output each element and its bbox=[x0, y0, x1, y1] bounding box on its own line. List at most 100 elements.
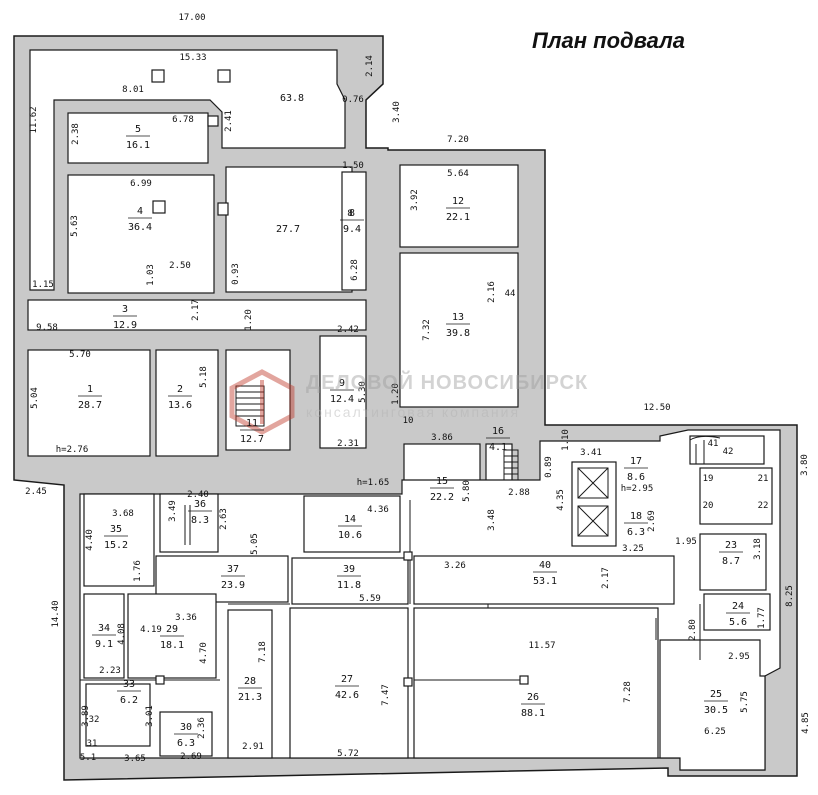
small-room-label: 31 bbox=[87, 739, 98, 749]
stairs bbox=[184, 385, 721, 545]
room-number: 11 bbox=[246, 418, 258, 429]
dimension-label: 5.64 bbox=[447, 169, 469, 179]
dimension-label: 4.19 bbox=[140, 625, 162, 635]
dimension-label: 2.16 bbox=[487, 281, 497, 303]
dimension-label: 2.69 bbox=[180, 752, 202, 762]
room-area: 8.6 bbox=[627, 472, 645, 483]
dimension-label: 5.80 bbox=[462, 480, 472, 502]
dimension-label: 8.01 bbox=[122, 85, 144, 95]
dimension-label: 3.49 bbox=[168, 500, 178, 522]
room-area: 8.3 bbox=[191, 515, 209, 526]
dimension-label: 6.99 bbox=[130, 179, 152, 189]
room-area: 18.1 bbox=[160, 640, 184, 651]
room-area: 53.1 bbox=[533, 576, 557, 587]
room-area: 9.1 bbox=[95, 639, 113, 650]
room-number: 16 bbox=[492, 426, 504, 437]
columns bbox=[151, 69, 529, 687]
dimension-label: 6.25 bbox=[704, 727, 726, 737]
room-number: 8 bbox=[349, 208, 355, 219]
dimension-label: 2.17 bbox=[191, 299, 201, 321]
dimension-label: 12.50 bbox=[643, 403, 670, 413]
dimension-label: 0.89 bbox=[544, 456, 554, 478]
dimension-label: 4.35 bbox=[556, 489, 566, 511]
dimension-label: 2.69 bbox=[647, 510, 657, 532]
dimension-label: 5.1 bbox=[80, 753, 96, 763]
room-number: 33 bbox=[123, 679, 135, 690]
dimension-label: 6.78 bbox=[172, 115, 194, 125]
room-number: 39 bbox=[343, 564, 355, 575]
dimension-label: 7.20 bbox=[447, 135, 469, 145]
room-labels: 128.7213.6312.9436.4516.127.763.889.4912… bbox=[78, 93, 750, 749]
dimension-label: 2.17 bbox=[601, 567, 611, 589]
small-room-label: 22 bbox=[758, 501, 769, 511]
room-number: 4 bbox=[137, 206, 143, 217]
room-number: 13 bbox=[452, 312, 464, 323]
watermark-company: ДЕЛОВОЙ НОВОСИБИРСК bbox=[306, 372, 589, 394]
room-number: 17 bbox=[630, 456, 642, 467]
small-room-label: 19 bbox=[703, 474, 714, 484]
dimension-label: 3.86 bbox=[431, 433, 453, 443]
room-number: 30 bbox=[180, 722, 192, 733]
dimension-label: 7.28 bbox=[623, 681, 633, 703]
watermark-tagline: консалтинговая компания bbox=[306, 404, 521, 420]
room-area: 36.4 bbox=[128, 222, 152, 233]
room-number: 37 bbox=[227, 564, 239, 575]
dimension-label: h=2.95 bbox=[621, 484, 654, 494]
room-area: 6.2 bbox=[120, 695, 138, 706]
dimension-label: 5.05 bbox=[250, 533, 260, 555]
dimension-label: 3.41 bbox=[580, 448, 602, 458]
dimension-label: 9.58 bbox=[36, 323, 58, 333]
room-number: 1 bbox=[87, 384, 93, 395]
dimension-label: 3.36 bbox=[175, 613, 197, 623]
small-room-label: 44 bbox=[505, 289, 516, 299]
small-room-label: 20 bbox=[703, 501, 714, 511]
dimension-label: 2.41 bbox=[224, 110, 234, 132]
room-area: 11.8 bbox=[337, 580, 361, 591]
dimension-label: 1.15 bbox=[32, 280, 54, 290]
dimension-label: 2.38 bbox=[71, 123, 81, 145]
dimension-label: 2.95 bbox=[728, 652, 750, 662]
dimension-label: 5.70 bbox=[69, 350, 91, 360]
room-number: 14 bbox=[344, 514, 356, 525]
room-area: 5.6 bbox=[729, 617, 747, 628]
dimension-label: 1.20 bbox=[244, 309, 254, 331]
dimension-label: 3.25 bbox=[622, 544, 644, 554]
dimension-label: 2.45 bbox=[25, 487, 47, 497]
dimension-label: 2.63 bbox=[219, 508, 229, 530]
room-area: 12.9 bbox=[113, 320, 137, 331]
dimension-label: 7.32 bbox=[422, 319, 432, 341]
dimension-label: 2.23 bbox=[99, 666, 121, 676]
dimension-label: 2.40 bbox=[187, 490, 209, 500]
room-area: 4.1 bbox=[489, 442, 507, 453]
dimension-labels: 17.0015.338.0111.622.140.763.406.782.382… bbox=[25, 13, 811, 764]
dimension-label: 1.20 bbox=[391, 383, 401, 405]
small-room-label: 10 bbox=[403, 416, 414, 426]
dimension-label: 3.48 bbox=[487, 509, 497, 531]
room-number: 24 bbox=[732, 601, 744, 612]
small-room-label: 42 bbox=[723, 447, 734, 457]
dimension-label: 7.18 bbox=[258, 641, 268, 663]
dimension-label: 17.00 bbox=[178, 13, 205, 23]
plan-title: План подвала bbox=[532, 28, 686, 53]
room-area: 63.8 bbox=[280, 93, 304, 104]
room-number: 34 bbox=[98, 623, 110, 634]
room-area: 22.1 bbox=[446, 212, 470, 223]
room-area: 21.3 bbox=[238, 692, 262, 703]
room-number: 23 bbox=[725, 540, 737, 551]
room-number: 5 bbox=[135, 124, 141, 135]
dimension-label: 2.88 bbox=[508, 488, 530, 498]
room-area: 16.1 bbox=[126, 140, 150, 151]
room-area: 42.6 bbox=[335, 690, 359, 701]
room-number: 2 bbox=[177, 384, 183, 395]
dimension-label: 1.50 bbox=[342, 161, 364, 171]
dimension-label: 5.63 bbox=[70, 215, 80, 237]
dimension-label: 2.42 bbox=[337, 325, 359, 335]
room-area: 39.8 bbox=[446, 328, 470, 339]
dimension-label: 3.26 bbox=[444, 561, 466, 571]
dimension-label: 4.08 bbox=[117, 623, 127, 645]
dimension-label: 15.33 bbox=[179, 53, 206, 63]
dimension-label: 0.93 bbox=[231, 263, 241, 285]
elevator-shafts bbox=[577, 467, 609, 537]
dimension-label: 11.57 bbox=[528, 641, 555, 651]
room-area: 6.3 bbox=[627, 527, 645, 538]
